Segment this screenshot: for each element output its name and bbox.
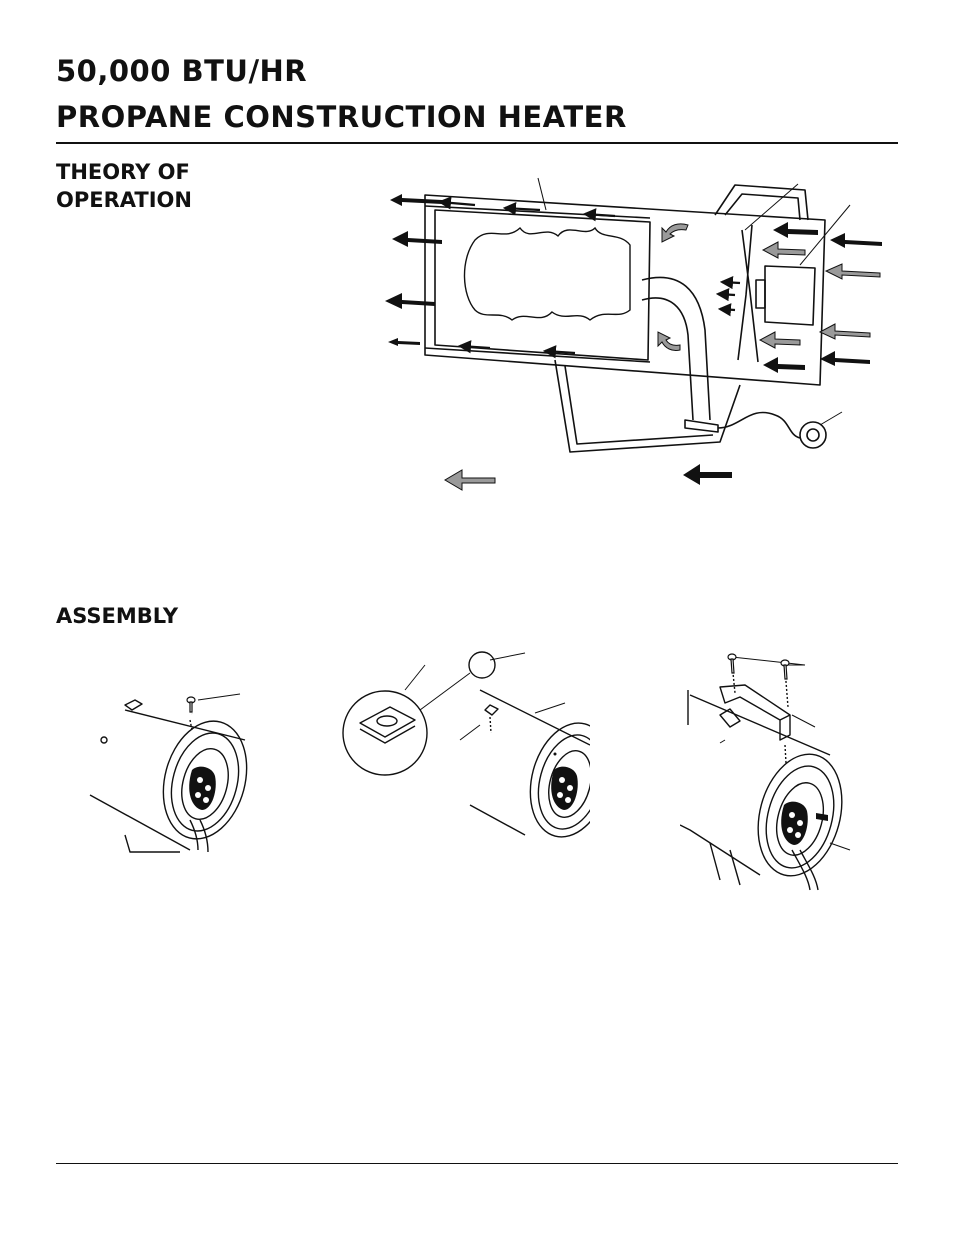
screw-icon (727, 653, 790, 680)
assembly-figure-3 (680, 645, 880, 895)
title-rule (56, 142, 898, 144)
section-heading-assembly: ASSEMBLY (56, 604, 179, 628)
screw-icon (186, 696, 196, 713)
flame-icon (463, 226, 631, 321)
title-line-2: PROPANE CONSTRUCTION HEATER (56, 100, 627, 134)
footer-rule (56, 1163, 898, 1164)
assembly-figure-2 (340, 645, 590, 845)
title-line-1: 50,000 BTU/HR (56, 54, 308, 88)
section-heading-theory-of-operation: THEORY OF OPERATION (56, 160, 192, 212)
fan-icon (189, 766, 216, 810)
theory-of-operation-diagram (380, 170, 900, 500)
assembly-figure-1 (80, 680, 270, 860)
airflow-arrows (385, 194, 882, 491)
